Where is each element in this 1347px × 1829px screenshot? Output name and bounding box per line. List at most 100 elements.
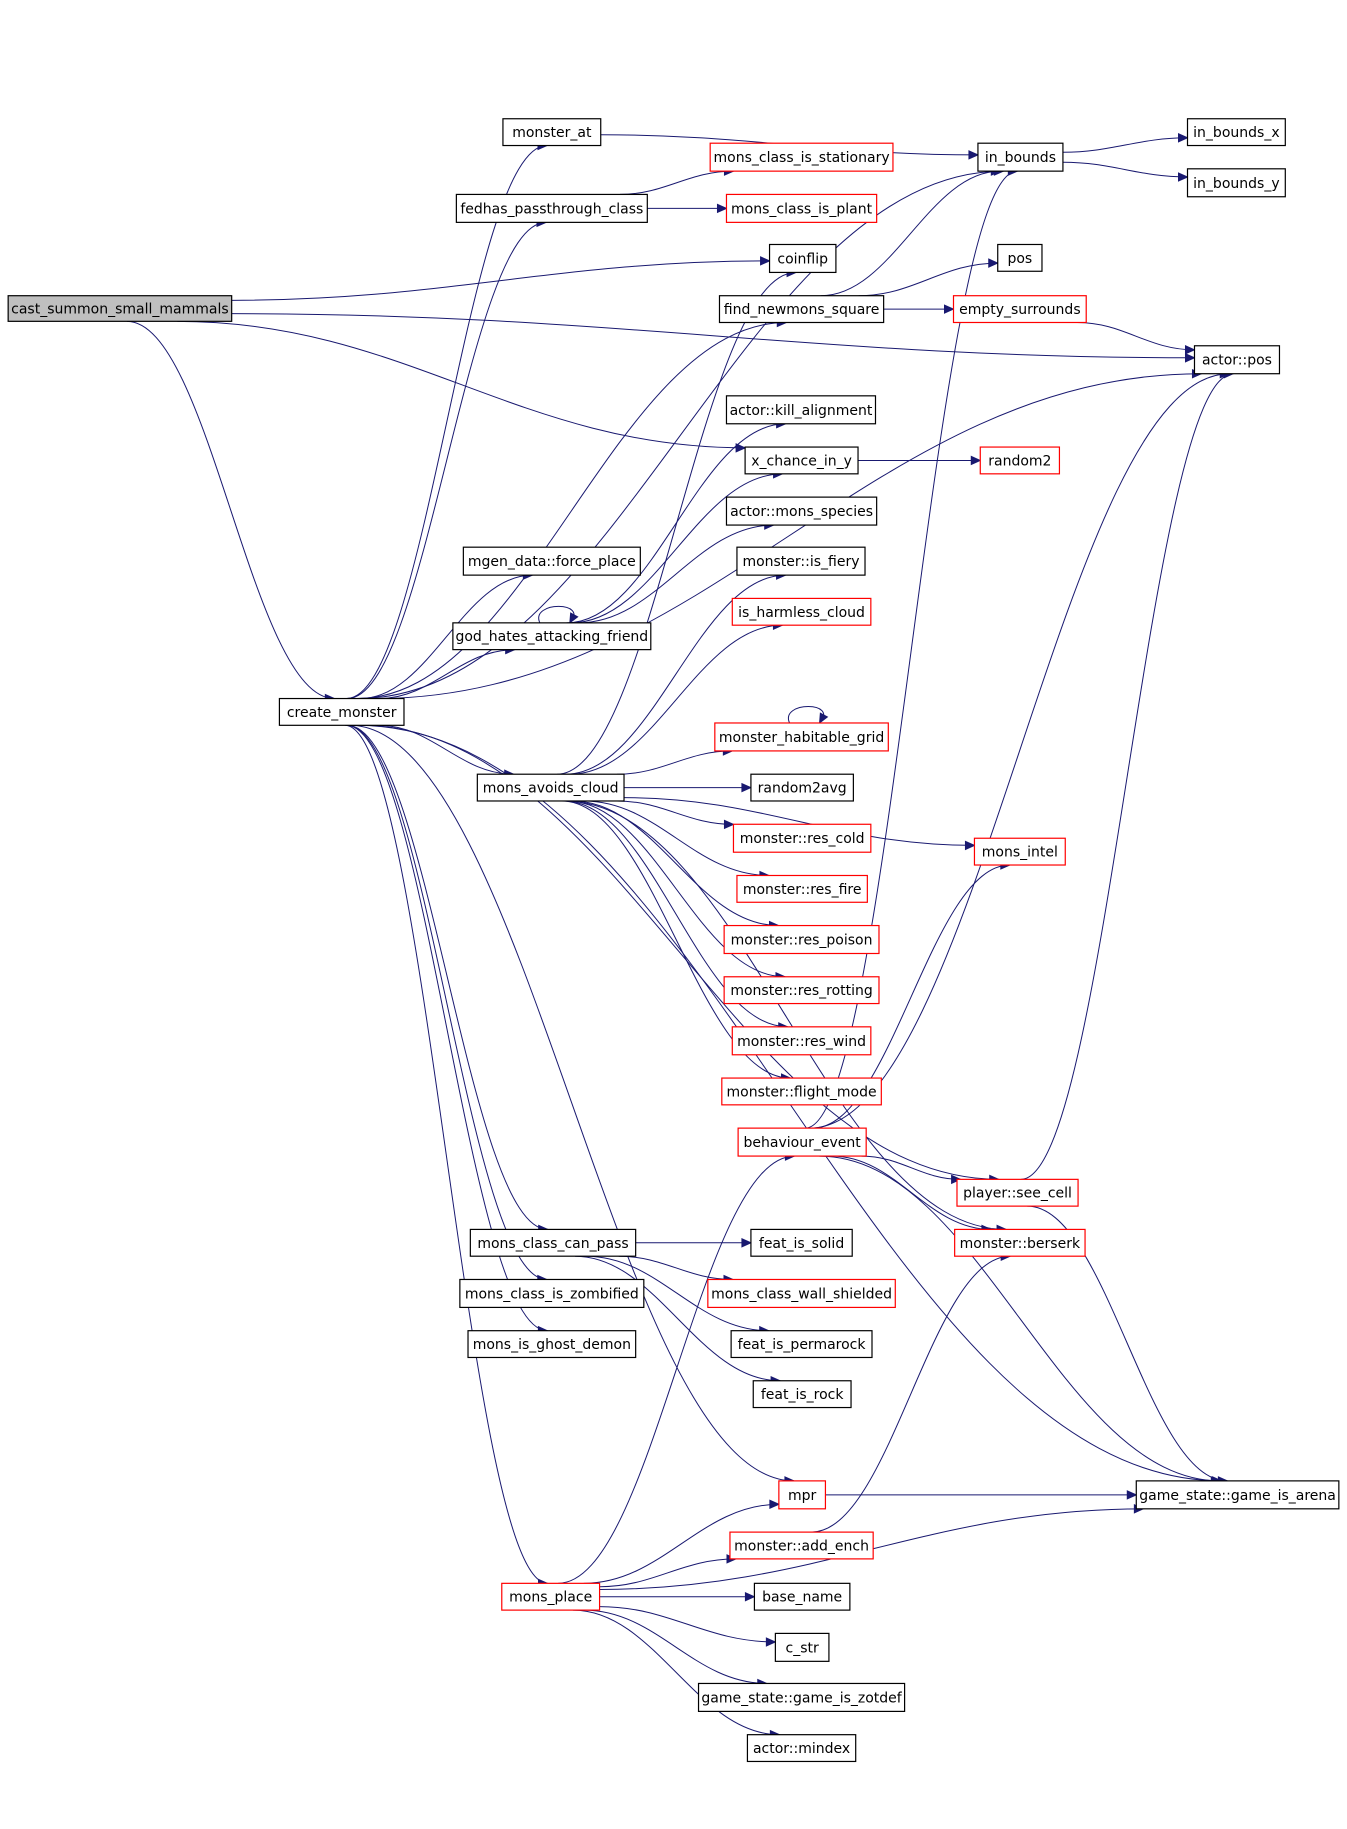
node-box-mons-place [501,1582,601,1611]
edge-mons-avoids-cloud-to-monster-berserk [564,800,1008,1235]
node-cast-summon-small-mammals[interactable]: cast_summon_small_mammals [7,295,233,322]
node-create-monster[interactable]: create_monster [278,697,405,726]
edge-in-bounds-to-in-bounds-x-line [1062,137,1188,153]
node-in-bounds-y[interactable]: in_bounds_y [1186,168,1286,198]
node-label-is-harmless-cloud: is_harmless_cloud [738,605,865,621]
edge-mons-class-can-pass-to-feat-is-rock-line [575,1255,781,1382]
node-label-game-state-game-is-arena: game_state::game_is_arena [1139,1488,1336,1504]
node-box-mons-class-can-pass [469,1228,637,1257]
node-game-state-game-is-zotdef[interactable]: game_state::game_is_zotdef [697,1682,906,1713]
node-actor-pos[interactable]: actor::pos [1193,345,1281,375]
edge-god-hates-attacking-friend-to-actor-mons-species-line [578,524,774,624]
edge-mons-avoids-cloud-to-monster-res-poison-line [572,800,779,927]
node-label-feat-is-permarock: feat_is_permarock [738,1337,867,1353]
node-actor-kill-alignment[interactable]: actor::kill_alignment [725,395,877,425]
edge-create-monster-to-monster-at-line [346,145,547,700]
node-monster-at[interactable]: monster_at [502,118,602,147]
node-god-hates-attacking-friend[interactable]: god_hates_attacking_friend [452,622,652,651]
node-label-pos: pos [1007,251,1032,267]
node-box-player-see-cell [956,1178,1079,1207]
edge-monster-habitable-grid-to-monster-habitable-grid [787,706,829,725]
node-monster-res-cold[interactable]: monster::res_cold [732,823,872,853]
node-actor-mons-species[interactable]: actor::mons_species [725,496,878,526]
edge-mons-avoids-cloud-to-is-harmless-cloud-line [569,624,783,775]
edge-create-monster-to-fedhas-passthrough-class-line [347,221,547,700]
node-behaviour-event[interactable]: behaviour_event [737,1127,867,1157]
node-label-create-monster: create_monster [287,705,397,721]
node-box-create-monster [278,697,405,726]
node-label-monster-res-wind: monster::res_wind [737,1034,866,1050]
node-base-name[interactable]: base_name [753,1582,851,1611]
edge-create-monster-to-actor-pos-line [375,373,1202,700]
node-random2[interactable]: random2 [979,446,1061,475]
node-box-monster-res-rotting [723,976,880,1005]
node-label-coinflip: coinflip [777,251,828,267]
edge-in-bounds-to-in-bounds-y [1062,161,1189,182]
node-random2avg[interactable]: random2avg [750,773,854,802]
node-label-mons-avoids-cloud: mons_avoids_cloud [483,781,619,797]
node-box-mons-intel [973,837,1066,866]
edge-create-monster-to-mons-avoids-cloud [378,724,515,779]
edge-empty-surrounds-to-actor-pos-line [1077,321,1195,351]
node-mons-class-is-zombified[interactable]: mons_class_is_zombified [459,1278,645,1309]
node-monster-habitable-grid[interactable]: monster_habitable_grid [714,722,889,752]
node-box-feat-is-permarock [730,1330,873,1359]
edge-mons-place-to-mpr-line [583,1503,779,1584]
edge-behaviour-event-to-mons-intel-line [812,864,1010,1129]
node-game-state-game-is-arena[interactable]: game_state::game_is_arena [1135,1480,1340,1510]
node-monster-res-fire[interactable]: monster::res_fire [736,874,868,903]
edge-mons-avoids-cloud-to-mons-intel-line [624,797,975,846]
node-mons-place[interactable]: mons_place [501,1582,601,1611]
node-pos[interactable]: pos [997,243,1043,272]
node-find-newmons-square[interactable]: find_newmons_square [718,295,885,324]
node-label-player-see-cell: player::see_cell [963,1186,1072,1202]
node-empty-surrounds[interactable]: empty_surrounds [952,295,1087,324]
node-monster-res-wind[interactable]: monster::res_wind [731,1026,872,1056]
node-mons-intel[interactable]: mons_intel [973,837,1066,866]
node-c-str[interactable]: c_str [774,1632,830,1662]
node-actor-mindex[interactable]: actor::mindex [746,1734,857,1763]
node-mpr[interactable]: mpr [778,1480,827,1510]
edge-find-newmons-square-to-pos [858,258,999,297]
node-feat-is-permarock[interactable]: feat_is_permarock [730,1330,873,1359]
node-mons-is-ghost-demon[interactable]: mons_is_ghost_demon [467,1330,637,1359]
node-mons-avoids-cloud[interactable]: mons_avoids_cloud [476,773,625,802]
node-monster-res-rotting[interactable]: monster::res_rotting [723,976,880,1005]
edge-mons-place-to-behaviour-event [558,1151,796,1584]
node-label-cast-summon-small-mammals: cast_summon_small_mammals [11,302,229,318]
node-label-monster-res-rotting: monster::res_rotting [730,983,872,999]
node-feat-is-rock[interactable]: feat_is_rock [752,1380,852,1409]
node-x-chance-in-y[interactable]: x_chance_in_y [744,446,859,475]
node-label-feat-is-solid: feat_is_solid [759,1236,844,1252]
node-feat-is-solid[interactable]: feat_is_solid [750,1228,853,1257]
edge-mons-avoids-cloud-to-monster-is-fiery-line [565,574,786,775]
node-label-mons-class-is-plant: mons_class_is_plant [731,201,873,217]
node-player-see-cell[interactable]: player::see_cell [956,1178,1079,1207]
edge-cast-summon-small-mammals-to-actor-pos-arrowhead [1184,353,1196,363]
edge-create-monster-to-player-see-cell-line [360,724,999,1180]
node-in-bounds[interactable]: in_bounds [977,142,1064,172]
node-monster-add-ench[interactable]: monster::add_ench [729,1531,874,1560]
node-coinflip[interactable]: coinflip [768,243,837,274]
node-monster-is-fiery[interactable]: monster::is_fiery [736,546,866,576]
node-monster-res-poison[interactable]: monster::res_poison [723,924,880,955]
node-is-harmless-cloud[interactable]: is_harmless_cloud [731,597,872,626]
node-in-bounds-x[interactable]: in_bounds_x [1186,118,1286,147]
node-mons-class-wall-shielded[interactable]: mons_class_wall_shielded [707,1278,896,1309]
edge-mons-class-can-pass-to-feat-is-permarock-line [585,1255,769,1332]
node-mgen-data-force-place[interactable]: mgen_data::force_place [462,546,641,576]
edge-mons-place-to-game-state-game-is-zotdef [584,1609,768,1689]
edge-player-see-cell-to-actor-pos [1021,368,1235,1180]
node-mons-class-is-stationary[interactable]: mons_class_is_stationary [709,142,894,172]
node-mons-class-is-plant[interactable]: mons_class_is_plant [725,193,878,223]
node-fedhas-passthrough-class[interactable]: fedhas_passthrough_class [455,193,648,223]
node-mons-class-can-pass[interactable]: mons_class_can_pass [469,1228,637,1257]
edge-god-hates-attacking-friend-to-god-hates-attacking-friend-line [538,605,575,624]
edge-player-see-cell-to-actor-pos-line [1021,373,1234,1180]
node-box-game-state-game-is-zotdef [697,1682,906,1713]
node-monster-flight-mode[interactable]: monster::flight_mode [721,1077,882,1106]
edge-find-newmons-square-to-empty-surrounds [883,304,955,314]
node-box-cast-summon-small-mammals [7,295,233,322]
edge-mons-avoids-cloud-to-random2avg [624,782,753,793]
node-monster-berserk[interactable]: monster::berserk [954,1228,1086,1257]
